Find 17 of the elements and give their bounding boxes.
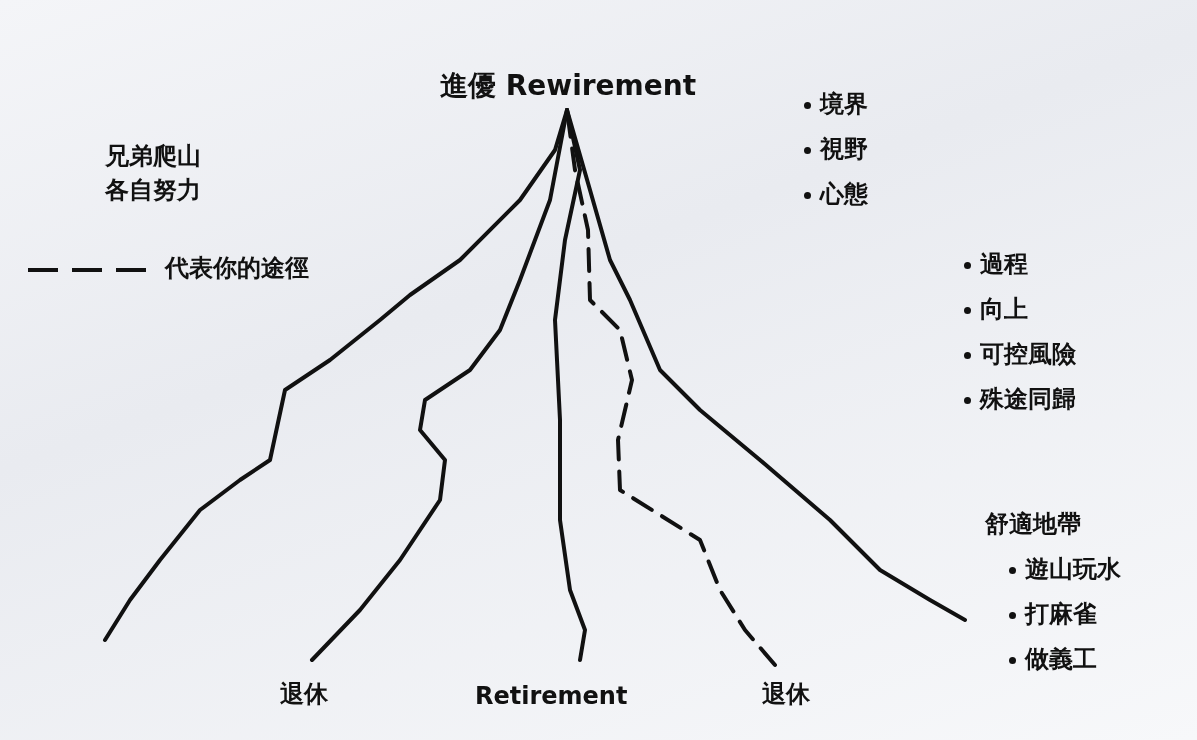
bullet-item: 可控風險 xyxy=(980,339,1076,370)
peak-label: 進優 Rewirement xyxy=(440,68,697,104)
bullet-item: 境界 xyxy=(820,89,868,120)
bullet-item: 過程 xyxy=(980,249,1028,280)
note-text: 兄弟爬山各自努力 xyxy=(105,141,202,206)
bullet-item: 打麻雀 xyxy=(1025,599,1097,630)
bullet-item: 視野 xyxy=(820,134,868,165)
legend-label: 代表你的途徑 xyxy=(165,253,309,284)
bottom-label: Retirement xyxy=(475,681,628,712)
bullet-item: 向上 xyxy=(980,294,1028,325)
bottom-label: 退休 xyxy=(280,679,328,710)
heading-label: 舒適地帶 xyxy=(985,509,1081,540)
bottom-label: 退休 xyxy=(762,679,810,710)
bullet-item: 殊途同歸 xyxy=(980,384,1076,415)
bullet-item: 心態 xyxy=(820,179,868,210)
bullet-item: 做義工 xyxy=(1025,644,1097,675)
bullet-item: 遊山玩水 xyxy=(1025,554,1121,585)
